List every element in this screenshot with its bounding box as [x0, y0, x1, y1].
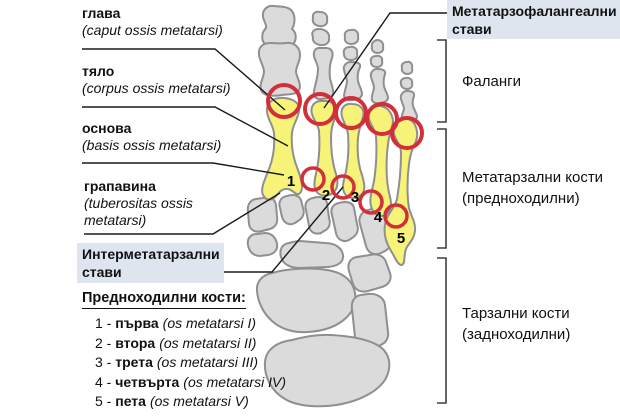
region-brackets: [437, 39, 447, 404]
region-label-phalanges: Фаланги: [462, 71, 521, 92]
intermetatarsal-circle-3: [358, 189, 384, 215]
bracket-tarsals: [437, 257, 447, 404]
label-caput-latin: (caput ossis metatarsi): [82, 22, 223, 38]
label-tuberositas-latin: (tuberositas ossis metatarsi): [84, 195, 193, 228]
bracket-metatarsals: [437, 128, 447, 249]
legend-item-4-name: четвърта: [115, 373, 180, 390]
tarsal-bones: [246, 194, 393, 408]
leader-intermetatarsal-joints: [223, 186, 344, 273]
metatarsal-numbers: 1 2 3 4 5: [287, 173, 405, 247]
intermetatarsal-circle-2: [330, 174, 356, 200]
legend-item-3-latin: (os metatarsi III): [156, 354, 259, 370]
toe2-distal-phalanx: [311, 10, 329, 28]
legend-item-3: 3 - трета(os metatarsi III): [95, 353, 286, 373]
leader-tuberositas: [84, 192, 281, 235]
bracket-phalanges: [437, 39, 447, 123]
label-tuberositas: грапавина (tuberositas ossis metatarsi): [84, 178, 212, 229]
toe1-proximal-phalanx: [257, 41, 301, 97]
metatarsal-5-bone: [383, 117, 419, 266]
label-corpus-term: тяло: [82, 63, 115, 79]
mtp-joint-circle-1: [266, 83, 302, 119]
label-basis-term: основа: [82, 120, 132, 136]
toe4-distal-phalanx: [370, 39, 385, 54]
label-caput: глава (caput ossis metatarsi): [82, 5, 223, 39]
intermediate-cuneiform-bone: [278, 194, 305, 226]
legend-item-4-prefix: 4 -: [95, 373, 116, 390]
label-corpus: тяло (corpus ossis metatarsi): [82, 63, 231, 97]
toe2-proximal-phalanx: [312, 46, 335, 101]
joint-circles: [266, 83, 424, 229]
metatarsal-1-bone: [261, 96, 303, 201]
metatarsal-1-number: 1: [287, 173, 295, 190]
legend-item-2: 2 - втора(os metatarsi II): [95, 334, 286, 354]
region-label-metatarsals: Метатарзални кости (предноходилни): [462, 167, 603, 209]
legend-item-3-prefix: 3 -: [95, 354, 116, 370]
legend-item-5-latin: (os metatarsi V): [149, 393, 249, 409]
toe4-proximal-phalanx: [369, 68, 389, 105]
legend-item-2-prefix: 2 -: [95, 334, 116, 351]
metatarsophalangeal-joints-box: Метатарзофалангеални стави: [447, 0, 620, 39]
calcaneus-bone: [263, 333, 391, 408]
metatarsal-5-number: 5: [397, 230, 405, 247]
toe2-middle-phalanx: [311, 28, 331, 47]
toe5-middle-phalanx: [399, 76, 414, 90]
label-tuberositas-term: грапавина: [84, 178, 156, 194]
label-caput-term: глава: [82, 5, 121, 21]
legend-item-5-name: пета: [115, 393, 146, 409]
talus-bone: [255, 267, 357, 334]
toe3-distal-phalanx: [343, 28, 360, 45]
region-phalanges-name: Фаланги: [462, 73, 521, 90]
leader-corpus: [82, 106, 289, 147]
legend-item-3-name: трета: [115, 354, 153, 370]
mtp-joint-circle-3: [334, 96, 368, 130]
intermetatarsal-circle-4: [383, 203, 409, 229]
toe3-proximal-phalanx: [342, 61, 363, 102]
phalanges-bones: [257, 4, 418, 124]
region-metatarsals-name: Метатарзални кости: [462, 169, 604, 186]
region-tarsals-sub: (задноходилни): [462, 326, 571, 343]
toe4-middle-phalanx: [369, 54, 384, 68]
leader-caput: [82, 48, 286, 111]
toe5-distal-phalanx: [400, 60, 414, 75]
legend-item-2-name: втора: [115, 334, 156, 351]
leader-lines: [82, 12, 447, 273]
legend-item-5-prefix: 5 -: [95, 393, 116, 409]
legend-list: 1 - първа(os metatarsi I) 2 - втора(os m…: [95, 314, 286, 412]
mtp-joint-circle-4: [365, 102, 399, 136]
toe3-middle-phalanx: [342, 45, 359, 61]
cuboid-lower-bone: [347, 253, 392, 293]
intermetatarsal-joints-box: Интерметатарзални стави: [77, 243, 224, 283]
navicular-bone: [279, 240, 345, 269]
mtp-joint-circle-5: [390, 116, 424, 150]
legend-item-5: 5 - пета(os metatarsi V): [95, 392, 286, 412]
metatarsal-3-number: 3: [351, 189, 359, 206]
legend-title: Предноходилни кости:: [82, 290, 246, 309]
region-label-tarsals: Тарзални кости (задноходилни): [462, 303, 570, 345]
region-tarsals-name: Тарзални кости: [462, 305, 570, 322]
legend-item-4-latin: (os metatarsi IV): [183, 373, 286, 390]
label-corpus-latin: (corpus ossis metatarsi): [82, 80, 231, 96]
legend-item-1-name: първа: [115, 315, 159, 331]
label-basis: основа (basis ossis metatarsi): [82, 120, 221, 154]
legend-item-1-prefix: 1 -: [95, 315, 116, 331]
navicular-medial-bone: [246, 232, 279, 257]
legend-item-1-latin: (os metatarsi I): [162, 315, 257, 331]
medial-cuneiform-bone: [246, 196, 279, 233]
region-metatarsals-sub: (предноходилни): [462, 190, 580, 207]
legend-item-4: 4 - четвърта(os metatarsi IV): [95, 373, 286, 393]
metatarsal-2-number: 2: [322, 187, 330, 204]
leader-basis: [82, 162, 285, 176]
cuboid-upper-bone: [330, 201, 359, 243]
metatarsal-4-number: 4: [374, 209, 383, 226]
leader-mtp-joints: [323, 12, 447, 109]
intermetatarsal-circle-1: [300, 166, 326, 192]
label-basis-latin: (basis ossis metatarsi): [82, 137, 222, 153]
legend-item-1: 1 - първа(os metatarsi I): [95, 314, 286, 334]
legend-item-2-latin: (os metatarsi II): [159, 334, 257, 351]
